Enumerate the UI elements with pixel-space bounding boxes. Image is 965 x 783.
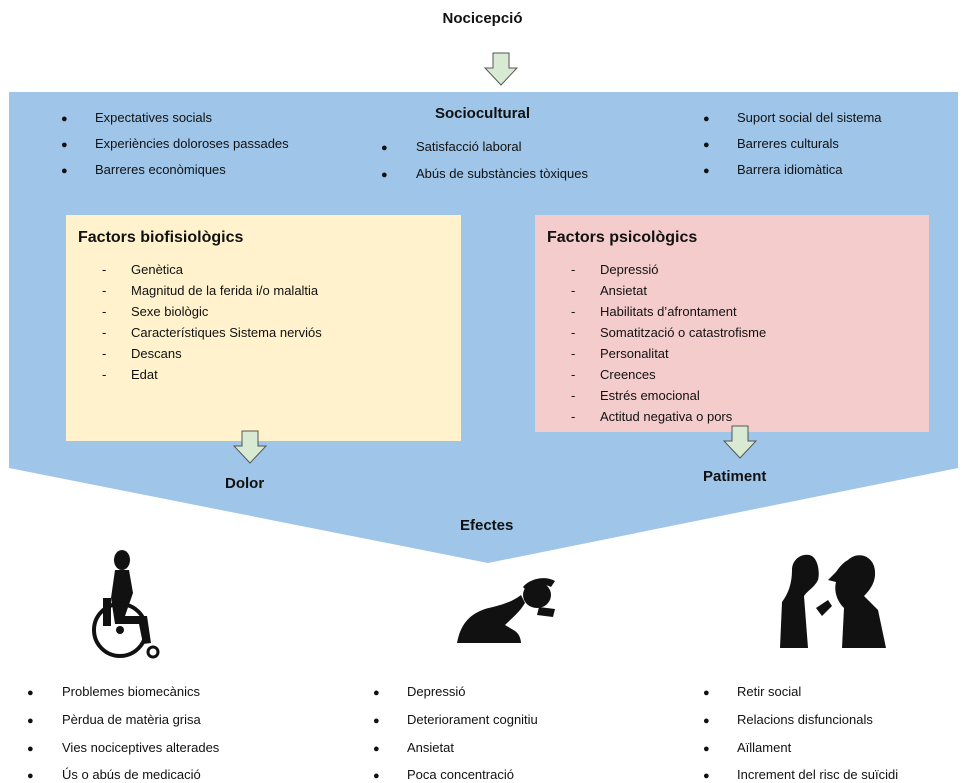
list-item: Personalitat [571, 343, 766, 364]
list-item: Satisfacció laboral [416, 139, 522, 154]
down-arrow-icon [484, 52, 518, 86]
list-item: Pèrdua de matèria grisa [62, 712, 201, 727]
list-item: Increment del risc de suïcidi [737, 767, 899, 782]
list-item: Estrés emocional [571, 385, 766, 406]
list-item: Habilitats d’afrontament [571, 301, 766, 322]
list-item: Ansietat [571, 280, 766, 301]
list-item: Ús o abús de medicació [62, 767, 201, 782]
arguing-people-icon [780, 554, 886, 648]
biophysiological-list: Genètica Magnitud de la ferida i/o malal… [102, 259, 322, 385]
distressed-person-icon [457, 578, 555, 643]
list-item: Relacions disfuncionals [737, 712, 873, 727]
list-item: Magnitud de la ferida i/o malaltia [102, 280, 322, 301]
list-item: Vies nociceptives alterades [62, 740, 220, 755]
list-item: Actitud negativa o pors [571, 406, 766, 427]
list-item: Depressió [407, 684, 466, 699]
list-item: Deteriorament cognitiu [407, 712, 538, 727]
list-item: Suport social del sistema [737, 110, 882, 125]
list-item: Expectatives socials [95, 110, 213, 125]
wheelchair-person-icon [92, 550, 160, 659]
list-item: Somatització o catastrofisme [571, 322, 766, 343]
biophysiological-title: Factors biofisiològics [78, 229, 244, 246]
list-item: Sexe biològic [102, 301, 322, 322]
list-item: Experiències doloroses passades [95, 136, 289, 151]
psychological-title: Factors psicològics [547, 229, 698, 246]
list-item: Retir social [737, 684, 802, 699]
list-item: Barrera idiomàtica [737, 162, 843, 177]
list-item: Barreres econòmiques [95, 162, 226, 177]
list-item: Edat [102, 364, 322, 385]
page-title: Nocicepció [442, 10, 523, 27]
list-item: Depressió [571, 259, 766, 280]
psychological-list: Depressió Ansietat Habilitats d’afrontam… [571, 259, 766, 427]
list-item: Problemes biomecànics [62, 684, 201, 699]
list-item: Genètica [102, 259, 322, 280]
list-item: Barreres culturals [737, 136, 839, 151]
list-item: Característiques Sistema nerviós [102, 322, 322, 343]
down-arrow-icon [233, 430, 267, 464]
list-item: Poca concentració [407, 767, 514, 782]
down-arrow-icon [723, 425, 757, 459]
effects-label: Efectes [460, 517, 514, 534]
psychological-panel: Factors psicològics Depressió Ansietat H… [535, 215, 929, 432]
sociocultural-title: Sociocultural [435, 105, 531, 122]
pain-label: Dolor [225, 475, 265, 492]
list-item: Ansietat [407, 740, 454, 755]
list-item: Aïllament [737, 740, 792, 755]
biophysiological-panel: Factors biofisiològics Genètica Magnitud… [66, 215, 461, 441]
list-item: Descans [102, 343, 322, 364]
suffering-label: Patiment [703, 468, 767, 485]
list-item: Creences [571, 364, 766, 385]
list-item: Abús de substàncies tòxiques [416, 166, 588, 181]
